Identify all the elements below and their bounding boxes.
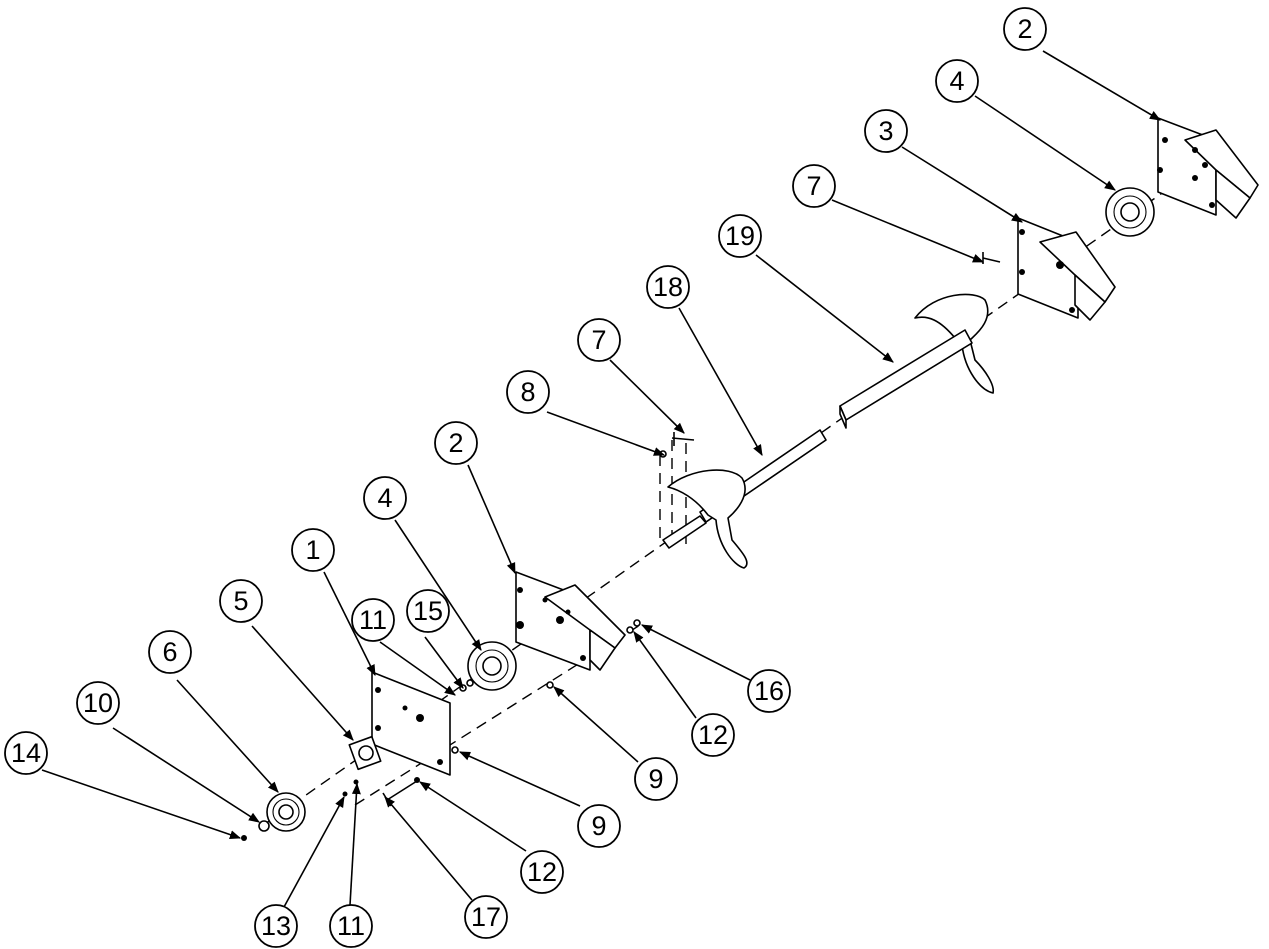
callout-14: 14 [4,731,48,775]
callout-2-top: 2 [1003,7,1047,51]
end-plate-mid [515,571,626,671]
callout-2-mid: 2 [434,421,478,465]
callout-label: 8 [520,377,535,407]
callout-label: 6 [162,637,177,667]
callout-label: 3 [878,116,893,146]
callout-label: 10 [83,688,113,718]
sprocket-top [1105,187,1155,237]
drive-plate [371,671,451,776]
cam-wing-lower [662,469,748,569]
end-plate-top [1157,117,1259,219]
leader-lines [41,50,1161,908]
callout-8: 8 [506,370,550,414]
callout-label: 11 [337,911,365,941]
pin-mid [671,432,695,446]
callout-label: 12 [527,857,557,887]
callout-label: 12 [698,720,728,750]
callout-label: 14 [11,738,41,768]
bearing-plate [1017,217,1116,321]
callout-label: 9 [648,764,663,794]
callout-4-top: 4 [935,59,979,103]
callout-label: 2 [1017,14,1032,44]
callout-label: 17 [471,902,501,932]
flange-bearing [348,735,382,771]
callout-label: 4 [949,66,964,96]
callout-15: 15 [406,589,450,633]
callout-17: 17 [464,895,508,939]
callout-18: 18 [646,265,690,309]
pin-top [982,252,1001,264]
callout-label: 1 [305,535,320,565]
callout-label: 16 [754,676,784,706]
callout-11-top: 11 [351,598,395,642]
callout-label: 7 [591,325,606,355]
callout-label: 11 [359,605,387,635]
callout-7-mid: 7 [577,318,621,362]
callout-7-top: 7 [792,164,836,208]
square-tube-upper [839,329,973,429]
end-bolt [241,835,247,841]
callout-11-bottom: 11 [329,904,373,948]
callout-5: 5 [219,579,263,623]
callout-label: 19 [725,221,755,251]
callout-19: 19 [718,214,762,258]
callout-6: 6 [148,630,192,674]
callout-label: 2 [448,428,463,458]
callout-4-mid: 4 [363,476,407,520]
callout-16: 16 [747,669,791,713]
callout-9-left: 9 [577,804,621,848]
callout-label: 4 [377,483,392,513]
callout-12-bottom: 12 [520,850,564,894]
drive-sprocket [266,792,306,832]
callout-3: 3 [864,109,908,153]
callout-9-right: 9 [634,757,678,801]
callout-1: 1 [291,528,335,572]
callout-label: 13 [261,911,291,941]
callout-label: 18 [653,272,683,302]
callout-13: 13 [254,904,298,948]
callout-label: 15 [413,596,443,626]
callout-label: 5 [233,586,248,616]
callout-10: 10 [76,681,120,725]
callout-label: 9 [591,811,606,841]
sprocket-mid [467,641,517,691]
washer [258,820,270,832]
callout-12-right: 12 [691,713,735,757]
callout-label: 7 [806,171,821,201]
